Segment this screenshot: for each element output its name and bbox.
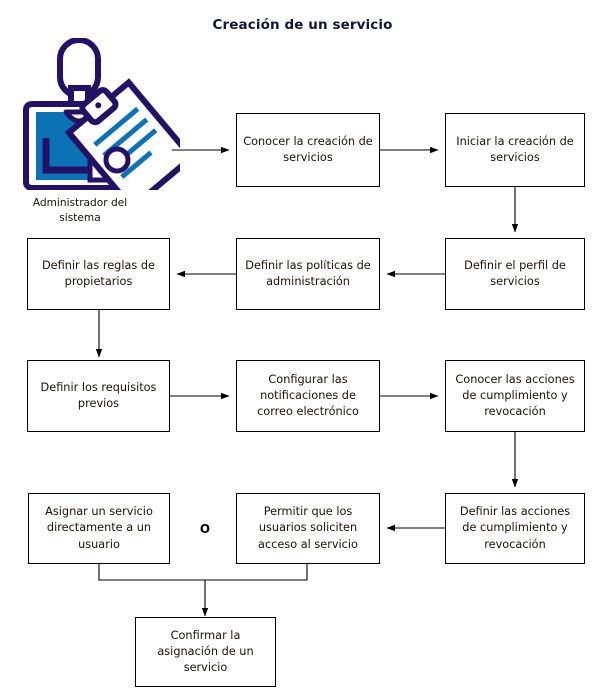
node-definir-los-requisitos-previos[interactable]: Definir los requisitos previos [27, 360, 170, 432]
node-label: Confirmar la asignación de un servicio [157, 628, 254, 675]
node-definir-las-politicas-de-administracion[interactable]: Definir las políticas de administración [236, 238, 380, 310]
node-label: Configurar las notificaciones de correo … [257, 372, 359, 419]
node-label: Conocer las acciones de cumplimiento y r… [455, 372, 575, 419]
node-conocer-las-acciones-de-cumplimiento-y-revocacion[interactable]: Conocer las acciones de cumplimiento y r… [445, 360, 585, 432]
node-permitir-que-los-usuarios-soliciten-acceso-al-servicio[interactable]: Permitir que los usuarios soliciten acce… [236, 493, 380, 564]
administrator-person-with-clipboard-icon [23, 38, 180, 190]
node-label: Permitir que los usuarios soliciten acce… [258, 505, 358, 551]
node-iniciar-la-creacion-de-servicios[interactable]: Iniciar la creación de servicios [445, 113, 585, 187]
actor-caption-line1: Administrador del [32, 197, 128, 209]
edge-n11-to-merge [98, 564, 205, 581]
node-conocer-la-creacion-de-servicios[interactable]: Conocer la creación de servicios [236, 113, 380, 187]
node-label: Definir las reglas de propietarios [41, 258, 155, 288]
page-title: Creación de un servicio [212, 17, 393, 33]
node-confirmar-la-asignacion-de-un-servicio[interactable]: Confirmar la asignación de un servicio [135, 617, 276, 687]
node-label: Definir las políticas de administración [245, 258, 371, 288]
node-definir-las-reglas-de-propietarios[interactable]: Definir las reglas de propietarios [27, 238, 170, 310]
or-label: O [199, 522, 211, 536]
node-configurar-las-notificaciones-de-correo-electronico[interactable]: Configurar las notificaciones de correo … [236, 360, 380, 432]
node-label: Definir los requisitos previos [40, 380, 157, 410]
node-label: Definir el perfil de servicios [464, 258, 566, 288]
node-label: Asignar un servicio directamente a un us… [45, 505, 153, 551]
actor-caption-line2: sistema [59, 211, 101, 224]
node-label: Iniciar la creación de servicios [456, 134, 574, 164]
edge-n10-to-merge [205, 564, 308, 581]
node-definir-las-acciones-de-cumplimiento-y-revocacion[interactable]: Definir las acciones de cumplimiento y r… [445, 493, 585, 564]
node-label: Conocer la creación de servicios [243, 134, 373, 164]
node-label: Definir las acciones de cumplimiento y r… [459, 505, 571, 551]
node-asignar-un-servicio-directamente-a-un-usuario[interactable]: Asignar un servicio directamente a un us… [28, 493, 170, 564]
actor-caption: Administrador del sistema [14, 196, 146, 225]
node-definir-el-perfil-de-servicios[interactable]: Definir el perfil de servicios [445, 238, 585, 310]
